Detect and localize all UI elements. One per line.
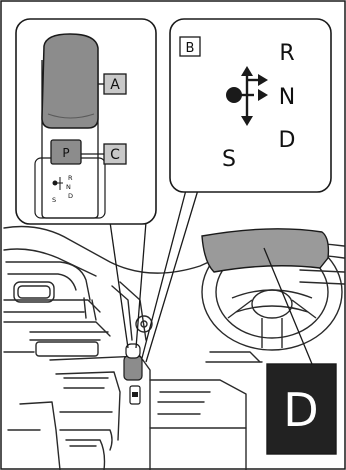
park-button-label: P	[62, 146, 69, 160]
shift-knob	[42, 34, 98, 128]
pattern-d: D	[279, 128, 296, 153]
shift-pattern-box-b: B R N D S	[170, 19, 331, 192]
callout-c: C	[110, 147, 120, 163]
pattern-r: R	[279, 41, 294, 66]
small-pattern-r: R	[68, 174, 73, 182]
pattern-s: S	[222, 147, 236, 172]
small-pattern-s: S	[52, 196, 56, 204]
callout-a: A	[110, 77, 120, 93]
small-pattern-n: N	[66, 183, 71, 191]
callout-d-label: D	[283, 383, 318, 437]
pattern-n: N	[279, 85, 295, 110]
callout-b: B	[186, 41, 195, 56]
callout-d: D	[267, 364, 336, 454]
shift-lever-detail-box: P R N D S A C	[16, 19, 156, 224]
small-pattern-d: D	[68, 192, 73, 200]
